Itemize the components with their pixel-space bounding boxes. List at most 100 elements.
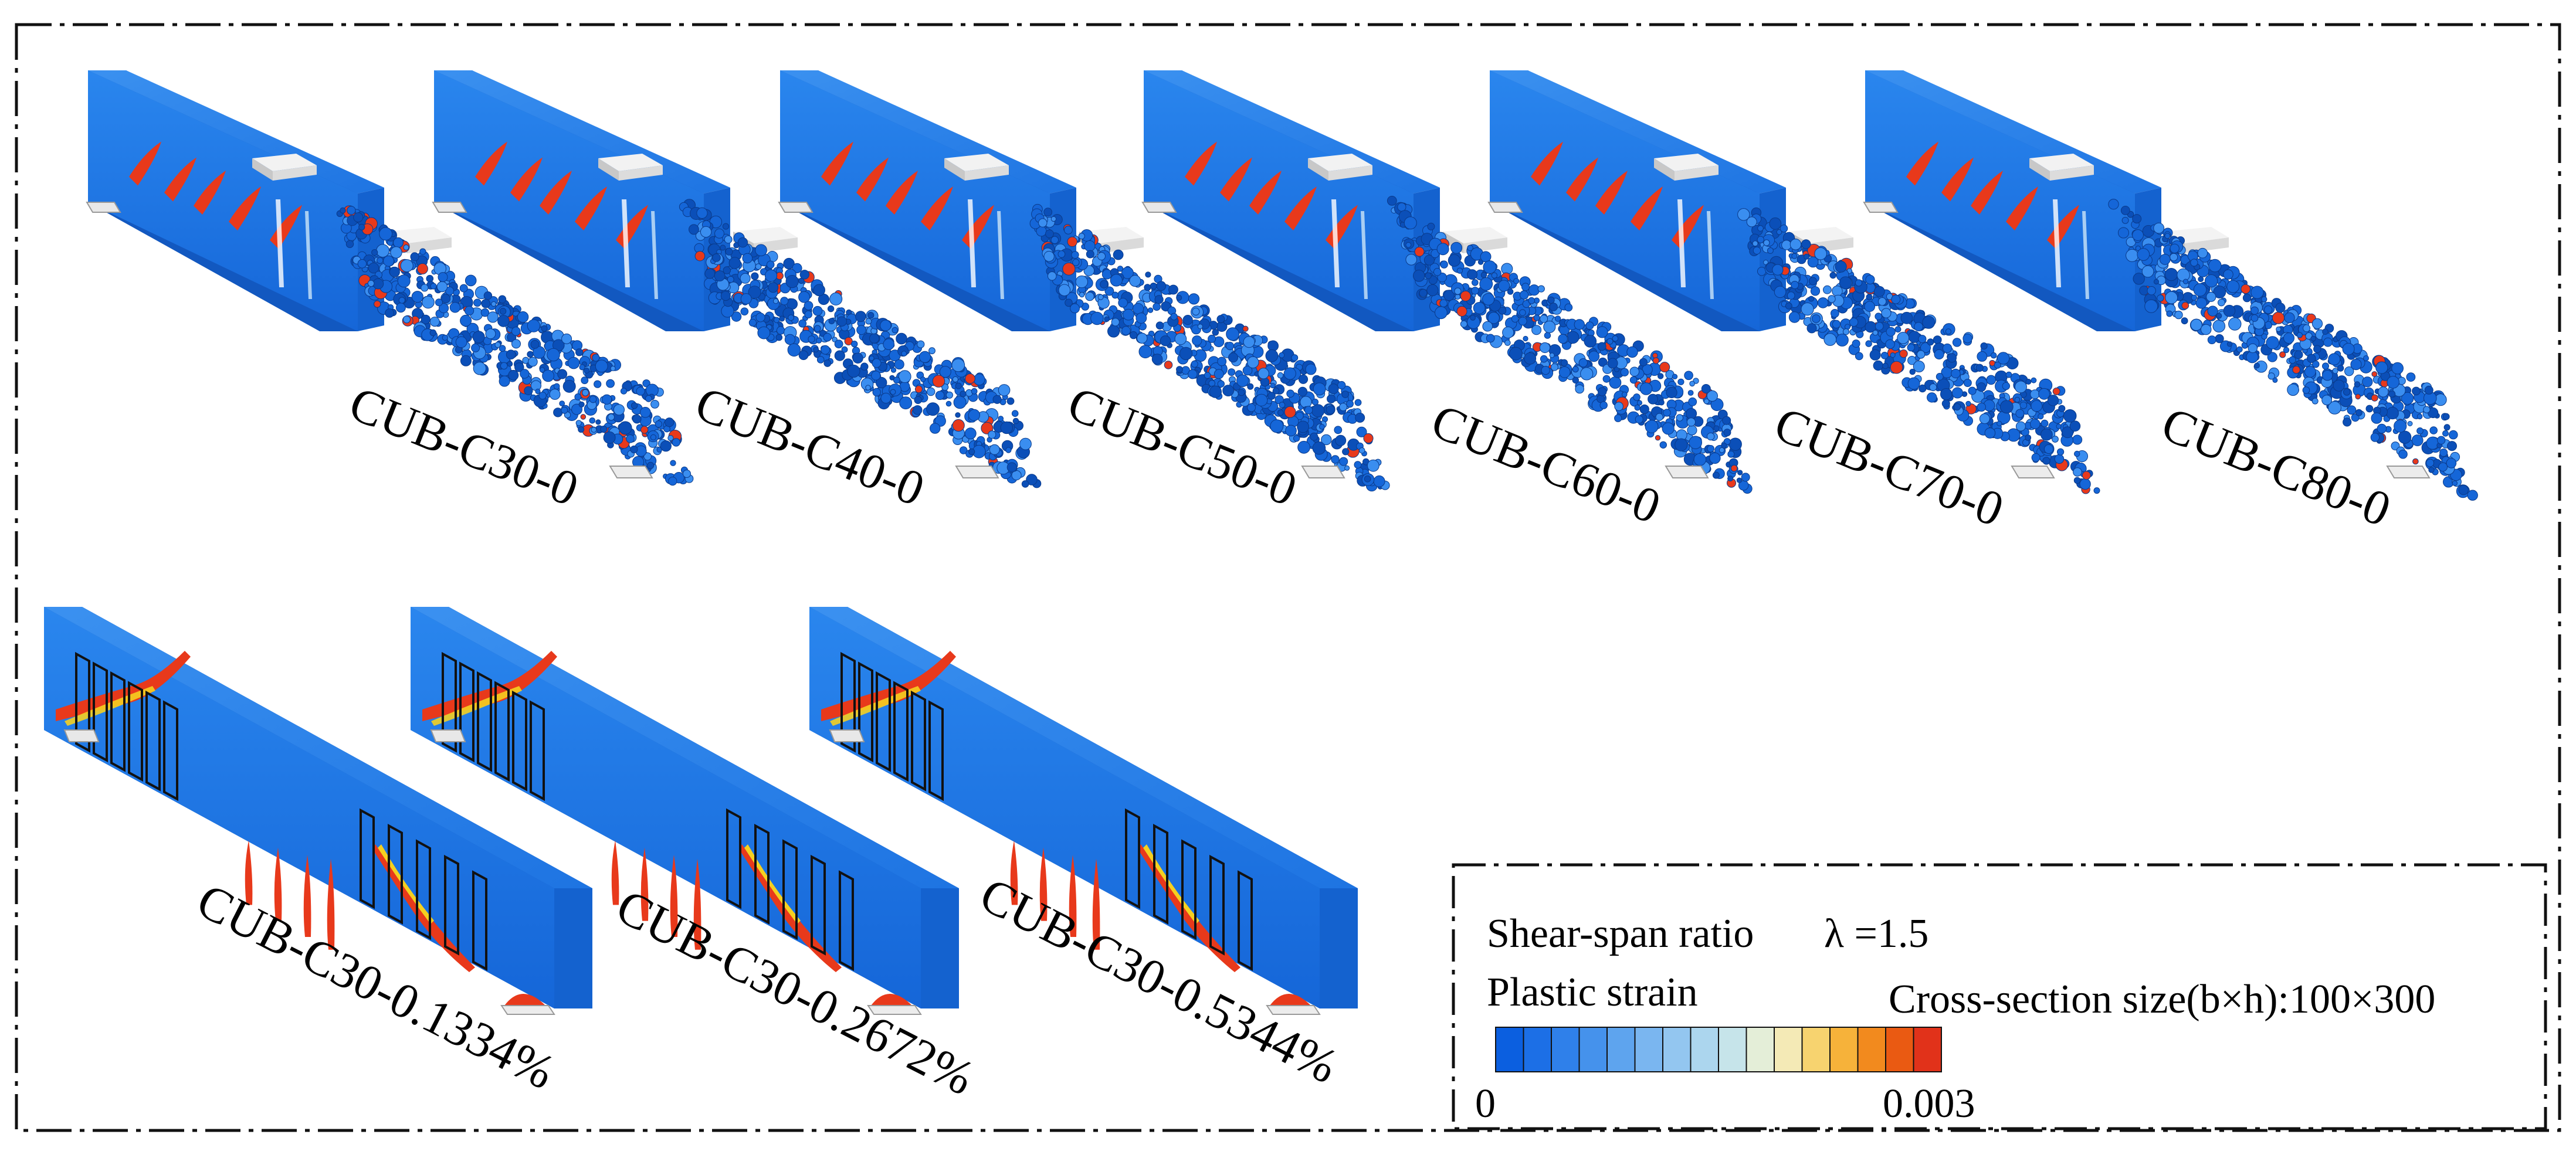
aggregate	[345, 240, 354, 248]
aggregate	[780, 297, 789, 305]
legend-frame	[1452, 863, 2547, 1130]
aggregate	[1663, 409, 1671, 417]
aggregate	[358, 223, 365, 230]
aggregate	[847, 364, 860, 378]
aggregate	[1814, 247, 1827, 260]
aggregate	[455, 336, 467, 348]
aggregate	[1337, 381, 1346, 390]
aggregate	[775, 334, 783, 341]
support-left	[430, 729, 466, 742]
aggregate	[2386, 406, 2399, 420]
crack-red-vertical	[1092, 858, 1100, 950]
aggregate	[1226, 327, 1239, 341]
aggregate	[2350, 359, 2362, 371]
aggregate	[499, 308, 507, 315]
aggregate	[2069, 420, 2081, 432]
aggregate	[1908, 331, 1921, 343]
aggregate	[1829, 271, 1836, 279]
aggregate	[1951, 387, 1963, 399]
aggregate	[2312, 361, 2320, 368]
aggregate	[1521, 283, 1530, 291]
aggregate	[367, 280, 375, 287]
stirrups-left	[75, 651, 178, 802]
top-specimen	[1487, 70, 2100, 494]
aggregate	[1104, 316, 1110, 322]
aggregate	[2236, 346, 2243, 353]
aggregate	[2449, 430, 2458, 440]
aggregate	[953, 396, 967, 409]
aggregate	[584, 368, 590, 373]
aggregate	[689, 224, 699, 235]
aggregate	[1026, 474, 1038, 485]
aggregate	[2267, 372, 2275, 380]
beam-top-face	[809, 607, 1358, 888]
aggregate	[1107, 325, 1120, 338]
aggregate	[1460, 290, 1471, 302]
aggregate	[1133, 303, 1144, 315]
aggregate	[1659, 362, 1670, 373]
aggregate	[988, 430, 996, 439]
crack-red	[475, 141, 507, 186]
aggregate	[1907, 344, 1915, 352]
aggregate	[1900, 311, 1913, 324]
aggregate	[1295, 412, 1304, 420]
aggregate	[2144, 299, 2158, 313]
aggregate	[517, 311, 529, 323]
aggregate	[1482, 321, 1493, 332]
aggregate	[2073, 477, 2081, 484]
aggregate	[714, 228, 724, 239]
aggregate	[1737, 470, 1743, 476]
aggregate-cloud	[1029, 203, 1390, 492]
aggregate	[1918, 335, 1927, 344]
aggregate	[1151, 354, 1163, 365]
aggregate	[1472, 279, 1479, 286]
aggregate	[2164, 233, 2171, 239]
aggregate	[1788, 311, 1801, 323]
aggregate	[1886, 327, 1896, 337]
load-plate-2	[1443, 227, 1507, 243]
aggregate	[2355, 409, 2363, 416]
crack-white	[968, 199, 976, 287]
aggregate	[1072, 259, 1080, 266]
crack-white	[2053, 199, 2061, 287]
aggregate	[1058, 284, 1071, 297]
stirrup	[442, 651, 457, 753]
crack-white	[276, 199, 284, 287]
aggregate	[1283, 367, 1296, 380]
crack-red	[1566, 157, 1598, 202]
aggregate	[2041, 419, 2049, 427]
aggregate	[742, 253, 753, 264]
stirrup	[1125, 808, 1140, 909]
aggregate	[1963, 379, 1972, 387]
aggregate	[2426, 436, 2439, 450]
aggregate	[2416, 413, 2423, 420]
aggregate	[2038, 413, 2044, 420]
aggregate	[1855, 279, 1863, 287]
aggregate	[1741, 473, 1750, 482]
aggregate	[385, 308, 394, 318]
aggregate	[829, 292, 843, 305]
aggregate	[1642, 364, 1653, 375]
aggregate	[1737, 208, 1750, 221]
aggregate	[1560, 359, 1568, 366]
aggregate	[571, 403, 582, 415]
aggregate	[2074, 450, 2080, 457]
aggregate	[1614, 402, 1623, 411]
aggregate	[1712, 471, 1720, 479]
aggregate	[2423, 406, 2431, 413]
aggregate	[1769, 217, 1782, 230]
aggregate	[1629, 366, 1640, 377]
bottom-row-specimens	[44, 607, 1358, 1015]
aggregate	[1842, 328, 1850, 335]
aggregate	[951, 358, 965, 372]
aggregate	[2438, 462, 2448, 472]
aggregate	[640, 426, 649, 434]
aggregate	[955, 412, 961, 418]
aggregate	[1433, 268, 1442, 276]
support-right	[955, 466, 999, 478]
aggregate	[670, 460, 676, 466]
aggregate	[2439, 449, 2448, 457]
aggregate	[667, 435, 674, 442]
aggregate	[926, 387, 936, 396]
aggregate	[823, 332, 832, 342]
